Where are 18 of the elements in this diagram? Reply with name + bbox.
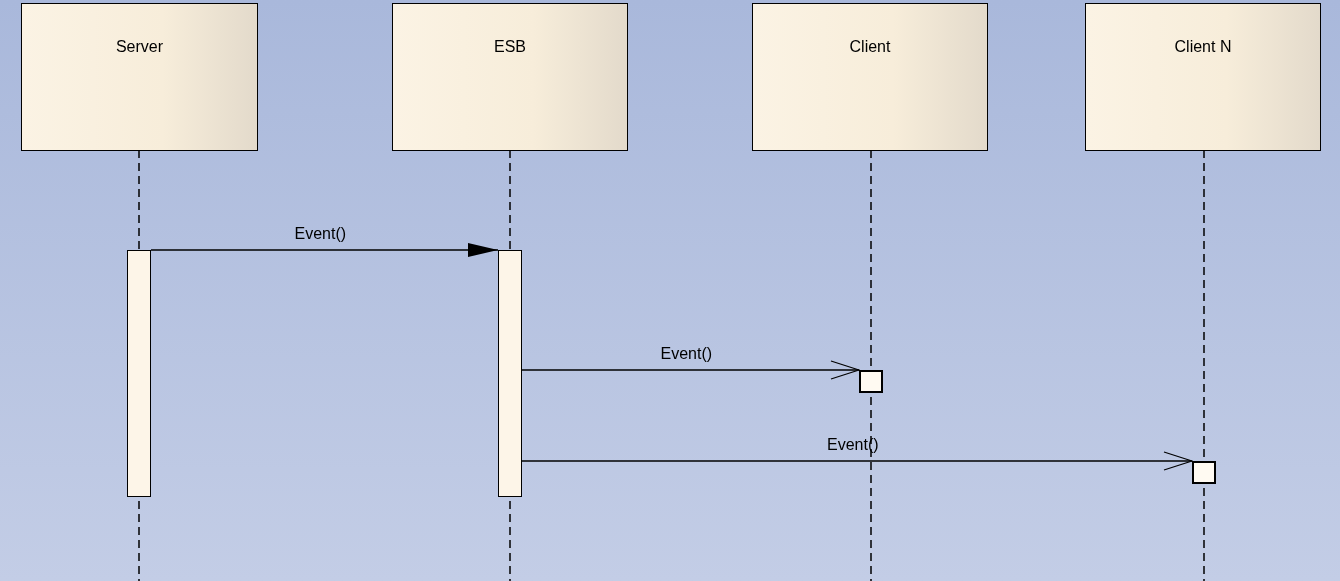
message-label: Event() <box>827 436 879 454</box>
activation-bar <box>498 250 522 497</box>
message-label: Event() <box>660 345 713 363</box>
activation-bar <box>127 250 151 497</box>
lifeline-head <box>392 3 628 151</box>
lifeline-name: Client N <box>1174 38 1232 55</box>
activation-box <box>1192 461 1216 484</box>
message-arrow <box>521 360 860 380</box>
lifeline-head <box>21 3 258 151</box>
message-arrow <box>150 243 499 257</box>
lifeline-name: ESB <box>494 38 526 55</box>
message-arrow <box>521 451 1193 471</box>
lifeline-name: Client <box>849 38 891 55</box>
lifeline-head <box>752 3 988 151</box>
lifeline-head <box>1085 3 1321 151</box>
message-label: Event() <box>294 225 347 243</box>
lifeline-name: Server <box>115 38 164 55</box>
activation-box <box>859 370 883 393</box>
